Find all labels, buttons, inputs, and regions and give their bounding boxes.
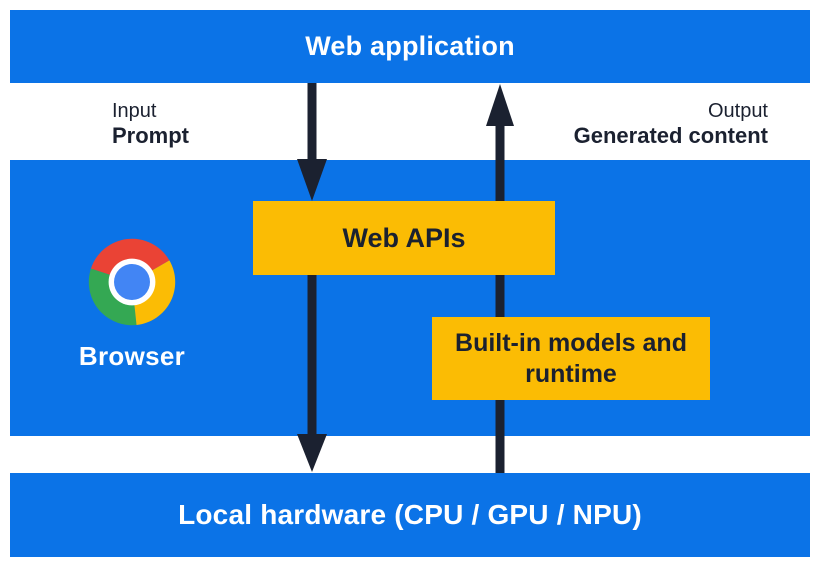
builtin-models-label: Built-in models and runtime <box>455 328 687 388</box>
input-title: Input <box>112 100 157 122</box>
output-title: Output <box>707 100 768 122</box>
local-hardware-bar: Local hardware (CPU / GPU / NPU) <box>10 473 810 557</box>
output-value: Generated content <box>573 123 768 148</box>
web-application-bar: Web application <box>10 10 810 83</box>
web-application-label: Web application <box>305 31 515 61</box>
chrome-icon <box>88 238 176 326</box>
input-labels: Input Prompt <box>112 100 189 149</box>
browser-group: Browser <box>37 237 227 372</box>
chrome-icon-blue-center <box>114 264 150 300</box>
web-apis-box: Web APIs <box>253 201 555 275</box>
local-hardware-label: Local hardware (CPU / GPU / NPU) <box>178 499 642 530</box>
output-labels: Output Generated content <box>574 100 768 149</box>
browser-label: Browser <box>78 341 186 371</box>
web-apis-label: Web APIs <box>342 222 466 253</box>
input-value: Prompt <box>112 123 189 148</box>
builtin-models-box: Built-in models and runtime <box>432 317 710 400</box>
